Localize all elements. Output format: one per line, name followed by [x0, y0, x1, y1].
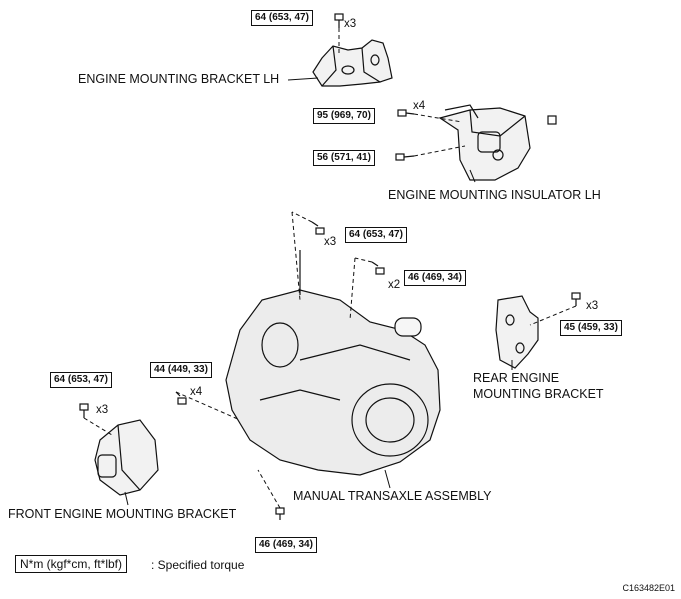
torque-box: 46 (469, 34) [404, 270, 466, 286]
leader-lines [124, 77, 513, 506]
rear-engine-mounting-bracket [495, 295, 539, 369]
bolt-icons [79, 13, 581, 520]
quantity-label: x3 [324, 236, 337, 248]
engine-mounting-insulator-lh [438, 104, 557, 181]
manual-transaxle-assembly [225, 250, 441, 476]
torque-box: 46 (469, 34) [255, 537, 317, 553]
quantity-label: x4 [413, 100, 426, 112]
front-engine-mounting-bracket [94, 419, 159, 496]
quantity-label: x3 [96, 404, 109, 416]
label-engine-mounting-bracket-lh: ENGINE MOUNTING BRACKET LH [78, 72, 280, 86]
torque-box: 44 (449, 33) [150, 362, 212, 378]
quantity-label: x3 [586, 300, 599, 312]
torque-box: 64 (653, 47) [50, 372, 112, 388]
torque-box: 45 (459, 33) [560, 320, 622, 336]
torque-box: 95 (969, 70) [313, 108, 375, 124]
engine-mounting-bracket-lh [312, 39, 393, 87]
dashed-guide-lines [83, 28, 577, 509]
legend-text: : Specified torque [151, 558, 245, 572]
image-code: C163482E01 [622, 583, 675, 593]
quantity-label: x4 [190, 386, 203, 398]
label-rear-engine-line1: REAR ENGINE [473, 371, 560, 385]
label-front-engine-mounting-bracket: FRONT ENGINE MOUNTING BRACKET [8, 507, 237, 521]
label-rear-engine-line2: MOUNTING BRACKET [473, 387, 604, 401]
quantity-label: x3 [344, 18, 357, 30]
torque-box: 64 (653, 47) [345, 227, 407, 243]
label-engine-mounting-insulator-lh: ENGINE MOUNTING INSULATOR LH [388, 188, 601, 202]
label-manual-transaxle-assembly: MANUAL TRANSAXLE ASSEMBLY [293, 489, 492, 503]
quantity-label: x2 [388, 279, 401, 291]
torque-box: 64 (653, 47) [251, 10, 313, 26]
legend-unit-box: N*m (kgf*cm, ft*lbf) [15, 555, 128, 573]
torque-box: 56 (571, 41) [313, 150, 375, 166]
